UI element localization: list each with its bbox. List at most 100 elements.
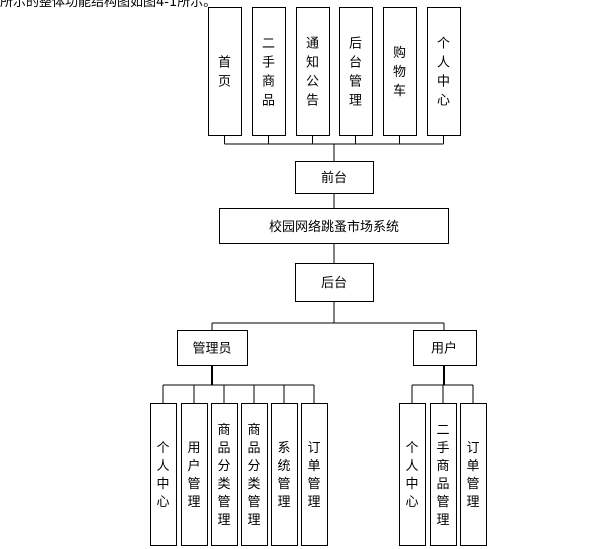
- frontend-module-2: [252, 7, 286, 136]
- svg-text:通: 通: [306, 37, 319, 52]
- svg-text:心: 心: [437, 94, 450, 109]
- svg-text:手: 手: [436, 441, 449, 456]
- system-box: [219, 208, 449, 244]
- svg-text:台: 台: [349, 56, 362, 71]
- svg-text:知: 知: [306, 55, 319, 71]
- system-label: 校园网络跳蚤市场系统: [269, 219, 399, 235]
- svg-text:品: 品: [262, 94, 275, 109]
- svg-text:统: 统: [277, 459, 290, 474]
- svg-text:管: 管: [187, 477, 200, 492]
- svg-text:商: 商: [217, 423, 230, 438]
- svg-text:理: 理: [217, 513, 230, 528]
- svg-text:心: 心: [405, 495, 418, 510]
- svg-text:理: 理: [187, 495, 200, 510]
- svg-text:商: 商: [262, 75, 275, 90]
- svg-text:中: 中: [156, 477, 169, 492]
- svg-text:个: 个: [437, 37, 450, 52]
- svg-text:单: 单: [466, 459, 479, 474]
- svg-text:车: 车: [393, 83, 406, 99]
- svg-text:管: 管: [217, 495, 230, 510]
- svg-text:二: 二: [262, 37, 275, 52]
- svg-text:页: 页: [218, 75, 231, 90]
- svg-text:个: 个: [405, 441, 418, 456]
- svg-text:告: 告: [306, 94, 319, 109]
- top-caption: 所示的整体功能结构图如图4-1所示。: [0, 0, 217, 10]
- svg-text:个: 个: [156, 441, 169, 456]
- svg-text:管: 管: [466, 477, 479, 492]
- svg-text:管: 管: [436, 495, 449, 510]
- role-1-module-2: [181, 403, 208, 546]
- svg-text:系: 系: [277, 441, 290, 456]
- svg-text:公: 公: [306, 75, 319, 90]
- svg-text:类: 类: [217, 477, 230, 492]
- svg-text:理: 理: [277, 495, 290, 510]
- svg-text:单: 单: [307, 459, 320, 474]
- svg-text:人: 人: [437, 56, 450, 71]
- svg-text:商: 商: [436, 459, 449, 474]
- svg-text:物: 物: [393, 65, 406, 80]
- frontend-module-1: [208, 7, 242, 136]
- frontend-module-3: [296, 7, 330, 136]
- frontend-module-5: [383, 7, 417, 136]
- svg-text:品: 品: [436, 477, 449, 492]
- svg-text:分: 分: [247, 459, 260, 474]
- svg-text:理: 理: [349, 94, 362, 109]
- svg-text:户: 户: [187, 458, 200, 474]
- svg-text:二: 二: [436, 423, 449, 438]
- svg-text:品: 品: [247, 441, 260, 456]
- svg-text:管: 管: [277, 477, 290, 492]
- role-1-module-1: [150, 403, 177, 546]
- svg-text:类: 类: [247, 477, 260, 492]
- role-label-2: 用户: [431, 341, 457, 357]
- svg-text:理: 理: [436, 513, 449, 528]
- role-2-module-2: [430, 403, 457, 546]
- role-1-module-4: [241, 403, 268, 546]
- role-box-2: [413, 330, 477, 366]
- svg-text:商: 商: [247, 423, 260, 438]
- role-1-module-3: [211, 403, 238, 546]
- svg-text:心: 心: [156, 495, 169, 510]
- svg-text:购: 购: [393, 45, 406, 61]
- svg-text:后: 后: [349, 37, 362, 52]
- role-1-module-5: [271, 403, 298, 546]
- svg-text:手: 手: [262, 56, 275, 71]
- frontend-module-6: [427, 7, 461, 136]
- role-1-module-6: [301, 403, 328, 546]
- svg-text:管: 管: [247, 495, 260, 510]
- svg-text:用: 用: [187, 441, 200, 456]
- frontend-module-4: [339, 7, 373, 136]
- role-label-1: 管理员: [192, 342, 231, 357]
- role-2-module-3: [460, 403, 487, 546]
- frontend-label: 前台: [321, 170, 347, 186]
- svg-text:中: 中: [437, 75, 450, 90]
- svg-text:理: 理: [247, 513, 260, 528]
- svg-text:中: 中: [405, 477, 418, 492]
- backend-label: 后台: [321, 276, 347, 291]
- svg-text:品: 品: [217, 441, 230, 456]
- svg-text:理: 理: [466, 495, 479, 510]
- svg-text:首: 首: [218, 56, 231, 71]
- svg-text:理: 理: [307, 495, 320, 510]
- svg-text:管: 管: [307, 477, 320, 492]
- svg-text:订: 订: [307, 441, 320, 456]
- svg-text:分: 分: [217, 459, 230, 474]
- role-2-module-1: [399, 403, 426, 546]
- svg-text:人: 人: [156, 459, 169, 474]
- svg-text:订: 订: [466, 441, 479, 456]
- frontend-module-label-1: 首页: [218, 56, 231, 90]
- role-box-1: [177, 330, 248, 366]
- svg-text:人: 人: [405, 459, 418, 474]
